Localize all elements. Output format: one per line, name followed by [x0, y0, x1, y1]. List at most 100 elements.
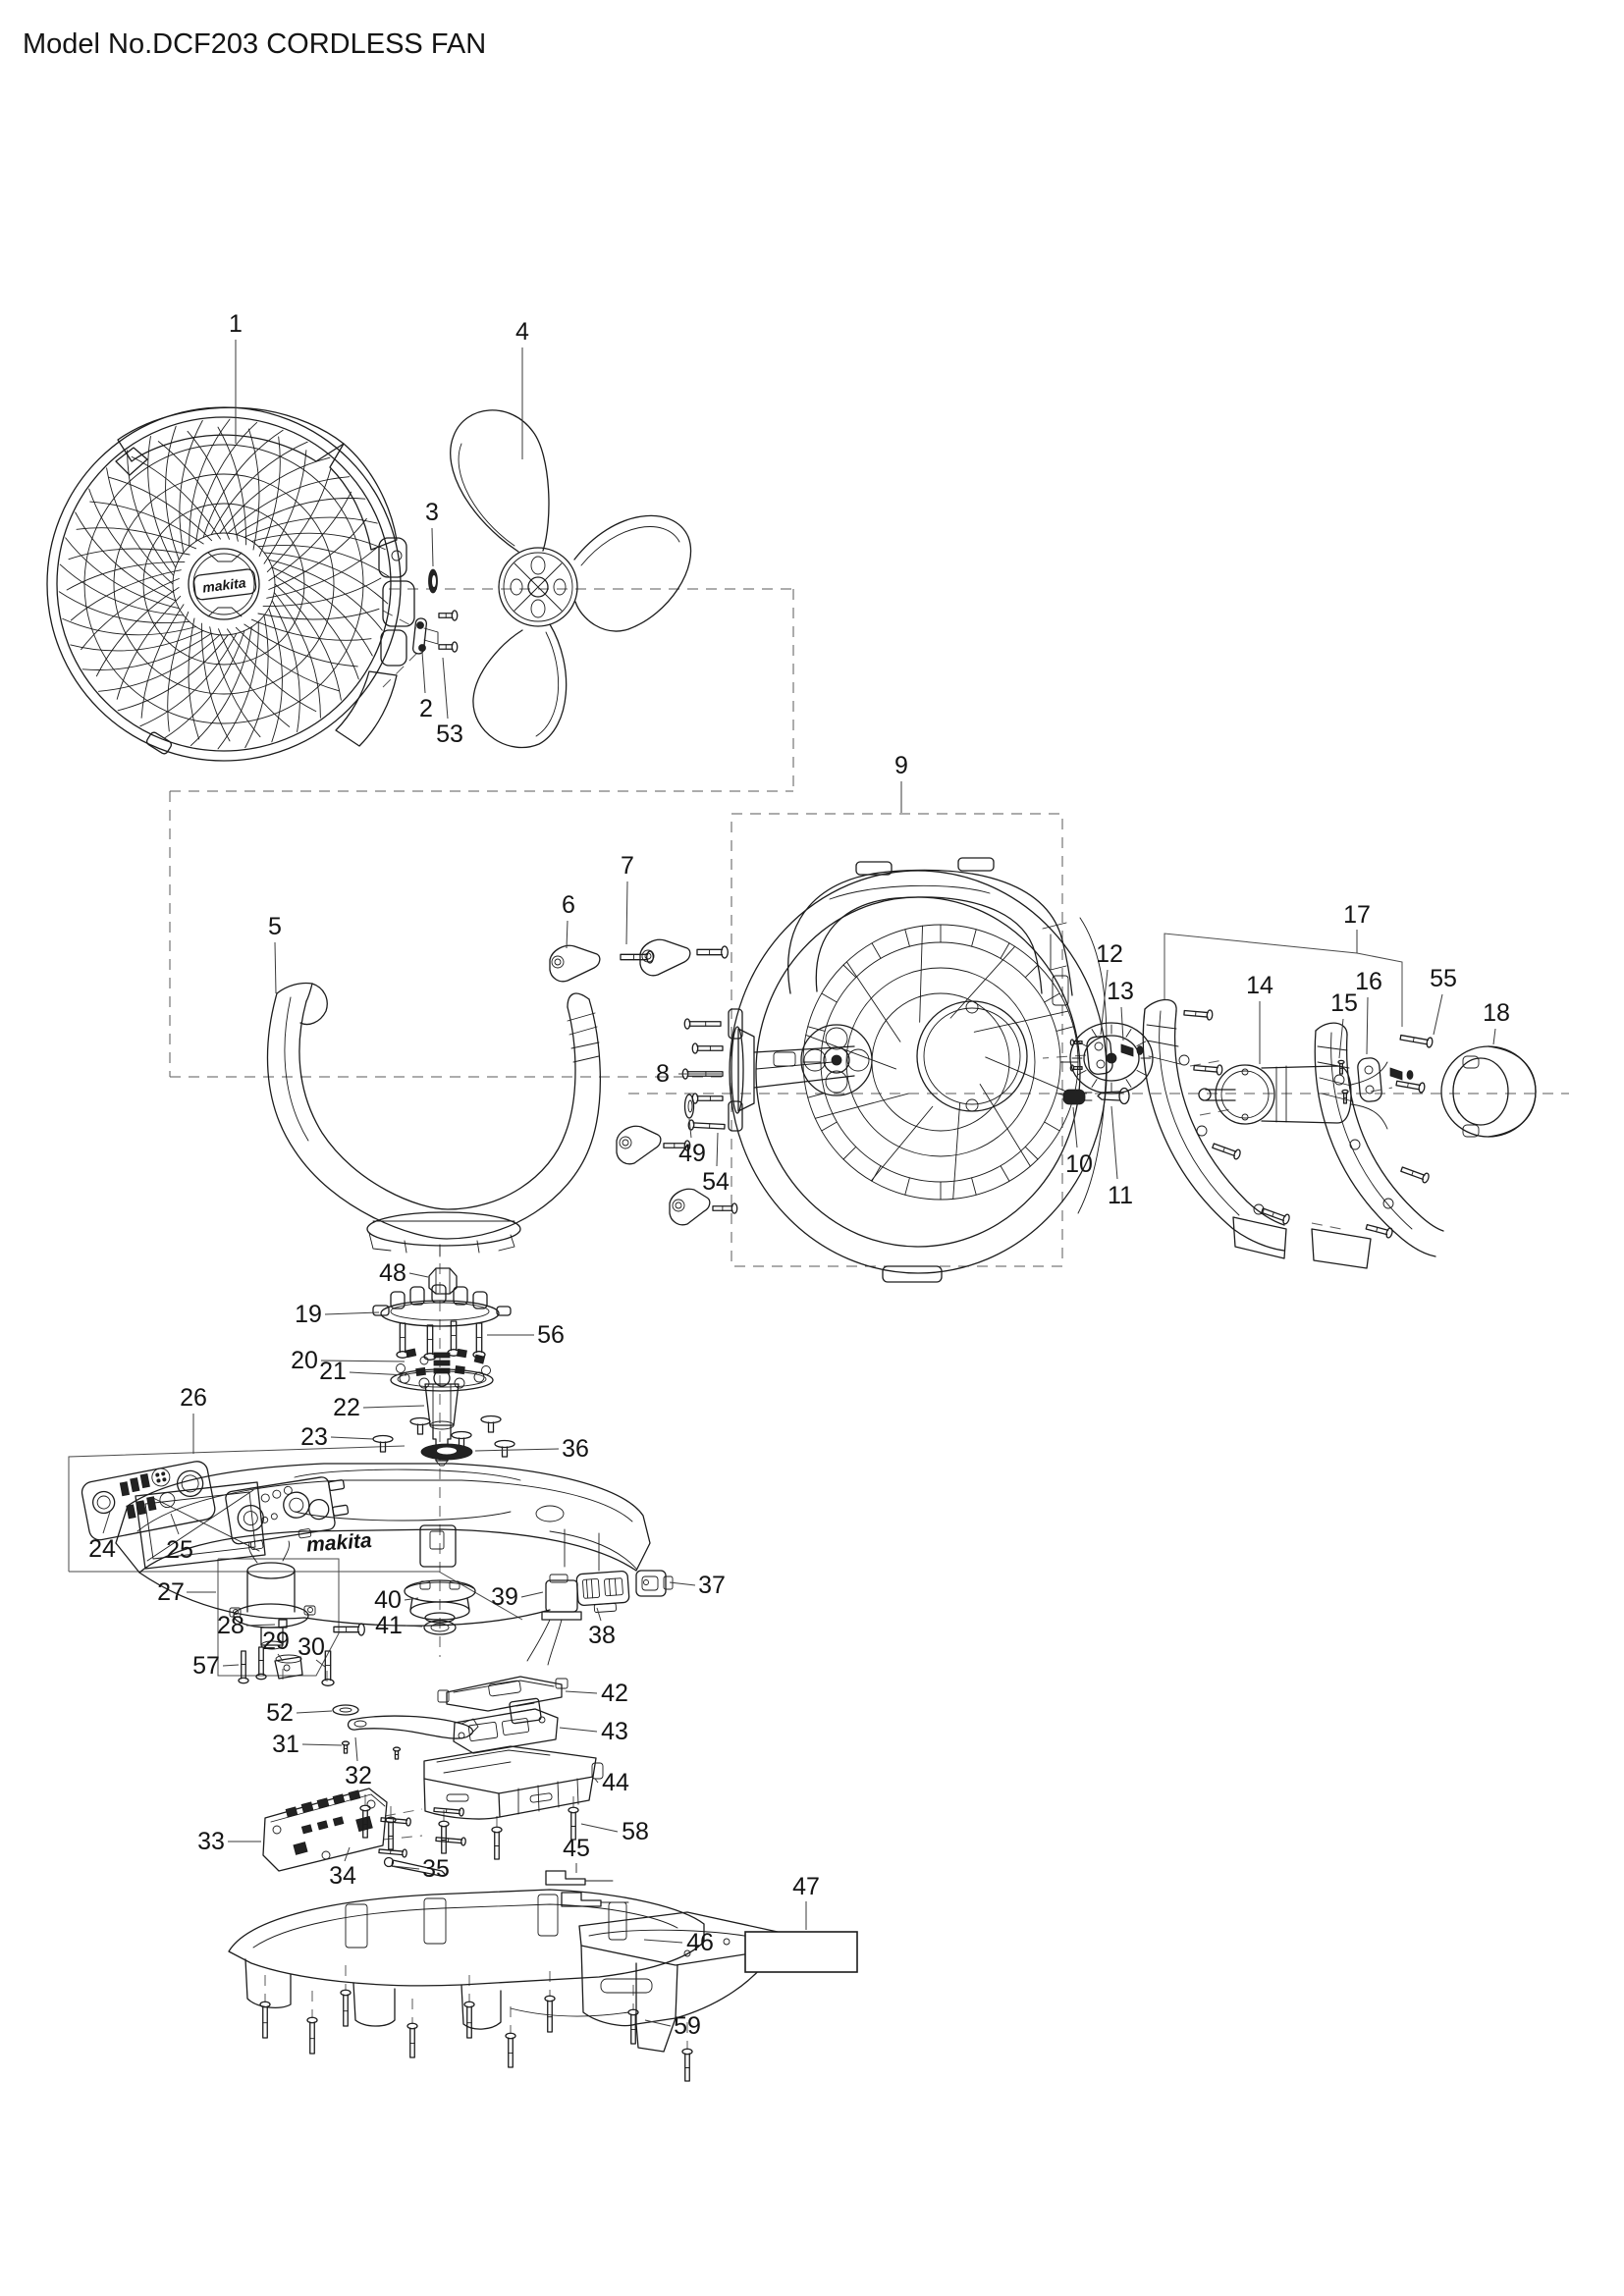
part-label-5: 5 [268, 913, 282, 940]
screw-2 [620, 950, 654, 964]
grille-vane [235, 626, 340, 692]
dashed-line-5 [731, 813, 1063, 1267]
housing-grille-spoke [979, 1084, 1031, 1167]
housing-grille-ring [871, 992, 1010, 1132]
screw-19 [1212, 1143, 1241, 1160]
part-6-clamp-c [616, 1125, 662, 1165]
grille-vane [116, 595, 182, 700]
part-label-1: 1 [229, 310, 243, 338]
part-label-34: 34 [329, 1862, 356, 1890]
screw-6 [683, 1018, 722, 1030]
grille-vane [88, 488, 175, 594]
leader-10 [1072, 1106, 1078, 1148]
screw-41 [568, 1806, 579, 1841]
part-label-19: 19 [295, 1301, 322, 1328]
grille-vane [266, 468, 332, 573]
flat-screw [409, 1416, 431, 1435]
dashed-line-16 [1311, 1222, 1342, 1230]
part-label-28: 28 [217, 1612, 244, 1639]
callout-line-1 [1356, 952, 1403, 1027]
part-label-57: 57 [192, 1652, 220, 1680]
grille-vane [244, 614, 269, 749]
grille-vane [179, 419, 203, 554]
housing-grille-tick [1000, 1165, 1010, 1182]
grille-vane [268, 559, 383, 631]
screw-39 [438, 1820, 450, 1854]
leader-49 [688, 1118, 692, 1139]
leader-39 [520, 1591, 544, 1598]
housing-grille-spoke [845, 961, 901, 1042]
part-label-26: 26 [180, 1384, 207, 1412]
housing-grille-ring [845, 967, 1036, 1157]
grille-vane [95, 587, 180, 677]
grille-vane [106, 467, 174, 585]
part-label-18: 18 [1483, 999, 1510, 1027]
part-29-bearing-cap [274, 1654, 303, 1680]
part-label-3: 3 [425, 499, 439, 526]
housing-grille-tick [1056, 1026, 1074, 1032]
leader-15 [1338, 1018, 1344, 1059]
part-48-nut [428, 1267, 458, 1295]
screw-36 [378, 1848, 407, 1858]
screw-21 [1400, 1166, 1430, 1184]
screw-50 [681, 2048, 693, 2082]
flat-screw [494, 1439, 515, 1458]
knob-tick [1076, 1070, 1087, 1076]
callout-line-4 [217, 1558, 340, 1677]
leader-22 [362, 1405, 425, 1409]
screw-30 [333, 1623, 365, 1636]
part-label-37: 37 [698, 1572, 726, 1599]
housing-grille-tick [1000, 942, 1010, 959]
grille-vane [219, 456, 331, 534]
knob-tick [1136, 1070, 1147, 1076]
housing-grille-tick [842, 964, 857, 979]
part-28-nut [278, 1619, 288, 1629]
grille-vane [189, 418, 231, 548]
part-label-2: 2 [419, 695, 433, 722]
grille-vane [62, 617, 197, 636]
grille-vane [274, 583, 342, 701]
screw-27 [238, 1650, 249, 1684]
housing-grille-spoke [814, 1093, 909, 1119]
grille-vane [81, 578, 180, 651]
part-12-bracket [1086, 1036, 1113, 1075]
housing-grille-tick [871, 1165, 882, 1182]
screw-42 [259, 2001, 271, 2039]
leader-5 [274, 941, 277, 994]
grille-vane [236, 498, 366, 536]
screw-35 [435, 1837, 466, 1846]
part-label-16: 16 [1355, 968, 1382, 995]
leader-20 [320, 1360, 406, 1362]
screw-18 [1193, 1064, 1223, 1076]
grille-vane [250, 618, 372, 641]
grille-vane [268, 608, 283, 743]
part-label-44: 44 [602, 1769, 629, 1796]
part-label-7: 7 [621, 852, 634, 880]
leader-31 [301, 1743, 343, 1746]
part-label-17: 17 [1343, 901, 1371, 929]
part-46-base [228, 1889, 779, 2053]
part-17-arm-covers [1142, 998, 1444, 1269]
grille-vane [58, 591, 190, 624]
leader-52 [296, 1710, 333, 1714]
part-label-47: 47 [792, 1873, 820, 1900]
part-label-27: 27 [157, 1578, 185, 1606]
grille-vane [263, 552, 389, 605]
grille-vane [227, 476, 351, 534]
housing-grille-tick [971, 1177, 977, 1196]
part-20-hardware-set [396, 1348, 491, 1376]
leader-43 [559, 1727, 598, 1733]
part-label-22: 22 [333, 1394, 360, 1421]
screw-23 [396, 1322, 409, 1359]
grille-vane [76, 527, 197, 550]
grille-vane [217, 426, 247, 546]
leader-23 [330, 1436, 374, 1440]
part-1-front-grille: makita [46, 406, 415, 762]
housing-grille-tick [807, 1026, 826, 1032]
screw-40 [491, 1826, 503, 1860]
part-label-35: 35 [422, 1855, 450, 1883]
part-37-connector [635, 1570, 674, 1597]
grille-vane [68, 548, 190, 561]
screw-43 [306, 2016, 318, 2055]
knob-tick [1091, 1079, 1098, 1088]
